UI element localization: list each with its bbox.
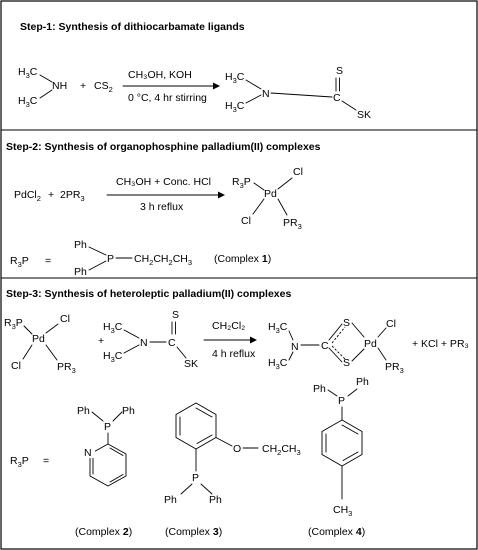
step-2-arrow xyxy=(106,191,225,199)
palladium-chloride: PdCl2 xyxy=(14,189,41,203)
svg-text:SK: SK xyxy=(357,109,371,121)
svg-text:CH2CH2CH3: CH2CH2CH3 xyxy=(134,253,192,267)
carbon-disulfide: CS2 xyxy=(94,80,113,94)
svg-text:H3C: H3C xyxy=(268,321,288,335)
complex-4-label: (Complex 4) xyxy=(308,526,365,538)
svg-text:Ph: Ph xyxy=(209,494,222,506)
complex-3-label: (Complex 3) xyxy=(165,526,222,538)
trans-pdcl2-pr3-2: R3P Pd Cl Cl PR3 xyxy=(232,166,303,231)
svg-text:H3C: H3C xyxy=(103,350,123,364)
phosphine-1-structure: R3P = Ph Ph P CH2CH2CH3 xyxy=(10,239,192,278)
svg-text:Ph: Ph xyxy=(356,376,369,388)
plus-sign: + xyxy=(80,80,86,92)
step-3-reagents: CH₂Cl₂ xyxy=(212,320,245,332)
step-1-title: Step-1: Synthesis of dithiocarbamate lig… xyxy=(20,21,245,33)
svg-text:N: N xyxy=(84,447,92,459)
svg-text:Ph: Ph xyxy=(313,383,326,395)
plus-sign: + xyxy=(98,335,104,347)
step-2-title: Step-2: Synthesis of organophosphine pal… xyxy=(6,141,321,153)
svg-text:Ph: Ph xyxy=(77,405,90,417)
svg-text:Ph: Ph xyxy=(74,266,87,278)
svg-text:H3C: H3C xyxy=(225,71,245,85)
svg-text:P: P xyxy=(192,472,199,484)
svg-text:Cl: Cl xyxy=(386,318,396,330)
step-3-conditions: 4 h reflux xyxy=(212,348,256,360)
svg-text:H3C: H3C xyxy=(268,357,288,371)
trans-pdcl2-pr3-2-reactant: R3P Pd Cl Cl PR3 xyxy=(4,313,76,375)
ethoxyphenylphosphine-structure: O CH2CH3 P Ph Ph xyxy=(164,402,301,506)
step-1-conditions: 0 °C, 4 hr stirring xyxy=(128,92,207,104)
dithiocarbamate-salt: H3C H3C N C S SK xyxy=(225,65,371,121)
svg-text:H3C: H3C xyxy=(18,95,38,109)
svg-text:N: N xyxy=(140,337,148,349)
svg-text:Pd: Pd xyxy=(264,188,277,200)
svg-text:Ph: Ph xyxy=(74,239,87,251)
plus-sign: + xyxy=(48,189,54,201)
equals-sign: = xyxy=(43,455,49,467)
svg-text:S: S xyxy=(172,309,179,321)
step-3-byproducts: + KCl + PR₃ xyxy=(412,338,469,350)
svg-text:N: N xyxy=(291,341,299,353)
pyridylphosphine-structure: Ph Ph P N xyxy=(77,405,135,487)
svg-text:C: C xyxy=(321,340,329,352)
svg-text:CH3: CH3 xyxy=(333,504,352,518)
step-3-title: Step-3: Synthesis of heteroleptic pallad… xyxy=(6,288,291,300)
svg-text:R3P: R3P xyxy=(4,317,23,331)
step-3-arrow xyxy=(203,336,257,344)
svg-text:Cl: Cl xyxy=(241,215,251,227)
svg-text:H3C: H3C xyxy=(18,66,38,80)
svg-text:Cl: Cl xyxy=(293,166,303,178)
phosphine-reagent: 2PR3 xyxy=(60,189,85,203)
svg-text:Cl: Cl xyxy=(11,360,21,372)
svg-text:P: P xyxy=(107,253,114,265)
svg-text:PR3: PR3 xyxy=(385,361,404,375)
dimethylamine: H3C NH H3C xyxy=(18,66,67,109)
step-2-reagents: CH₃OH + Conc. HCl xyxy=(116,176,211,188)
svg-text:=: = xyxy=(45,255,51,267)
svg-text:S: S xyxy=(343,317,350,329)
svg-text:S: S xyxy=(336,65,343,77)
svg-text:R3P: R3P xyxy=(10,255,29,269)
svg-text:Ph: Ph xyxy=(164,494,177,506)
svg-text:Pd: Pd xyxy=(32,333,45,345)
heteroleptic-complex: H3C H3C N C S S Pd Cl PR3 xyxy=(268,317,404,375)
svg-text:C: C xyxy=(333,92,341,104)
step-1-arrow xyxy=(122,82,220,90)
step-1-reagents: CH₃OH, KOH xyxy=(128,69,192,81)
svg-text:Ph: Ph xyxy=(122,405,135,417)
svg-text:P: P xyxy=(338,395,345,407)
tolylphosphine-structure: Ph Ph P CH3 xyxy=(313,376,369,518)
r3p-label: R3P xyxy=(10,455,29,469)
svg-text:SK: SK xyxy=(184,358,198,370)
svg-text:Cl: Cl xyxy=(60,313,70,325)
svg-text:O: O xyxy=(233,443,241,455)
complex-1-label: (Complex 1) xyxy=(214,253,271,265)
svg-text:H3C: H3C xyxy=(225,100,245,114)
svg-text:Pd: Pd xyxy=(364,338,377,350)
step-2-conditions: 3 h reflux xyxy=(140,201,184,213)
complex-2-label: (Complex 2) xyxy=(75,526,132,538)
svg-text:S: S xyxy=(343,357,350,369)
svg-text:N: N xyxy=(262,88,270,100)
svg-text:PR3: PR3 xyxy=(57,361,76,375)
dithiocarbamate-reactant: H3C H3C N C S SK xyxy=(103,309,198,370)
svg-text:C: C xyxy=(168,337,176,349)
svg-text:H3C: H3C xyxy=(103,321,123,335)
svg-text:NH: NH xyxy=(52,80,67,92)
svg-text:P: P xyxy=(104,421,111,433)
svg-text:R3P: R3P xyxy=(232,176,251,190)
svg-text:CH2CH3: CH2CH3 xyxy=(262,443,301,457)
svg-text:PR3: PR3 xyxy=(283,217,302,231)
